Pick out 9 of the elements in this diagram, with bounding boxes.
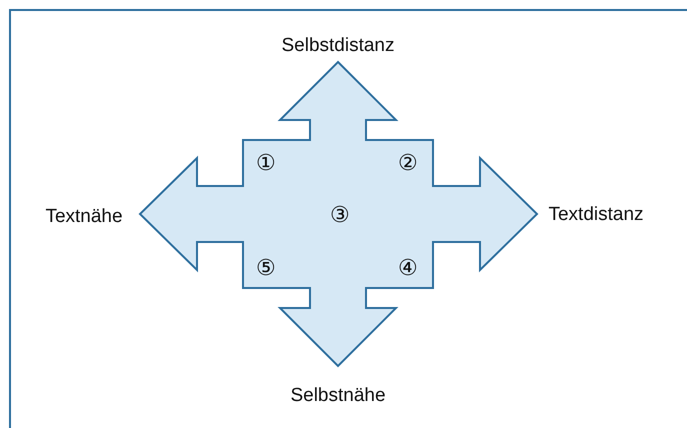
callout-number: ⑤ — [256, 257, 276, 279]
callout-number: ② — [398, 152, 418, 174]
callout-number: ① — [256, 152, 276, 174]
pole-label: Selbstnähe — [290, 385, 386, 407]
callout-number: ④ — [398, 257, 418, 279]
pole-label: Selbstdistanz — [282, 35, 394, 57]
callout-number: ③ — [330, 204, 350, 226]
pole-label: Textnähe — [45, 206, 123, 228]
pole-label: Textdistanz — [548, 204, 644, 226]
